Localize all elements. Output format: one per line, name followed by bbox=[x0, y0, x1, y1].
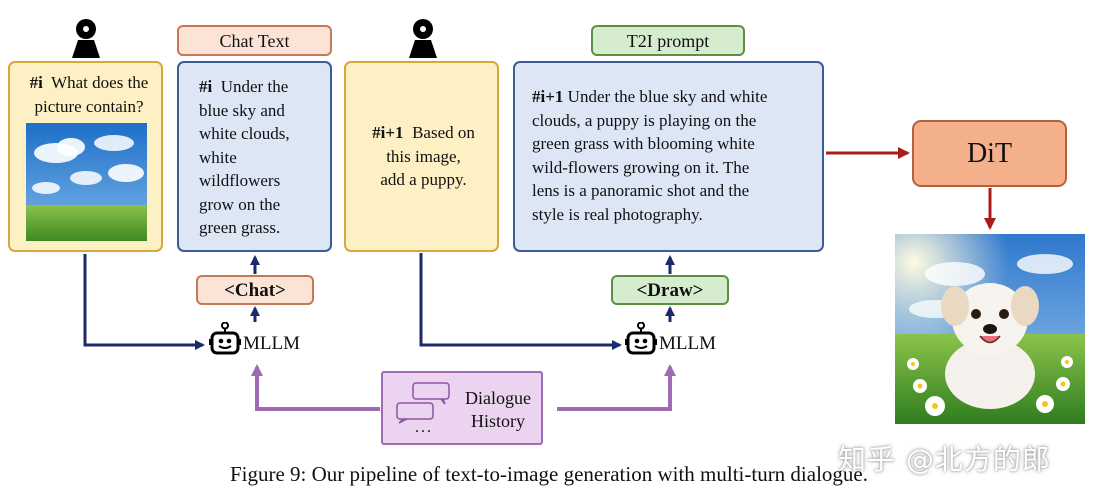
turn-id: #i bbox=[199, 77, 213, 96]
robot-icon bbox=[625, 322, 657, 355]
turn-id: #i+1 bbox=[372, 123, 404, 142]
watermark: 知乎 @北方的郎 bbox=[838, 443, 1051, 476]
user-query-text-1: #i What does the picture contain? bbox=[29, 73, 149, 116]
chat-token: <Chat> bbox=[196, 275, 314, 305]
figure-caption: Figure 9: Our pipeline of text-to-image … bbox=[229, 462, 868, 486]
chat-text-tag: Chat Text bbox=[177, 25, 332, 56]
turn-id: #i bbox=[29, 73, 43, 92]
chat-bubbles-icon bbox=[396, 382, 450, 424]
robot-icon bbox=[209, 322, 241, 355]
arrow-user1-to-mllm1 bbox=[83, 254, 205, 350]
user-icon bbox=[409, 19, 437, 58]
t2i-prompt-tag: T2I prompt bbox=[591, 25, 745, 56]
user-query-box-2: #i+1 Based on this image, add a puppy. bbox=[344, 61, 499, 252]
sky-grass-image bbox=[26, 123, 147, 241]
mllm-label-2: MLLM bbox=[659, 333, 716, 354]
user-icon bbox=[72, 19, 100, 58]
dialogue-history-box: ... Dialogue History bbox=[381, 371, 543, 445]
t2i-prompt-text: #i+1 Under the blue sky and white clouds… bbox=[532, 87, 768, 224]
turn-id: #i+1 bbox=[532, 87, 564, 106]
draw-token: <Draw> bbox=[611, 275, 729, 305]
user-query-text-2: #i+1 Based on this image, add a puppy. bbox=[372, 123, 475, 189]
arrow-user2-to-mllm2 bbox=[419, 253, 622, 350]
arrow-history-to-mllm2 bbox=[557, 364, 676, 411]
mllm-label-1: MLLM bbox=[243, 333, 300, 354]
generated-puppy-image bbox=[895, 234, 1085, 424]
user-query-box-1: #i What does the picture contain? bbox=[8, 61, 163, 252]
chat-response-text: #i Under the blue sky and white clouds, … bbox=[199, 77, 290, 237]
dit-box: DiT bbox=[912, 120, 1067, 187]
chat-response-box: #i Under the blue sky and white clouds, … bbox=[177, 61, 332, 252]
t2i-prompt-box: #i+1 Under the blue sky and white clouds… bbox=[513, 61, 824, 252]
dialogue-dots: ... bbox=[415, 419, 433, 436]
arrow-history-to-mllm1 bbox=[251, 364, 380, 411]
dialogue-history-label: Dialogue History bbox=[465, 388, 531, 431]
